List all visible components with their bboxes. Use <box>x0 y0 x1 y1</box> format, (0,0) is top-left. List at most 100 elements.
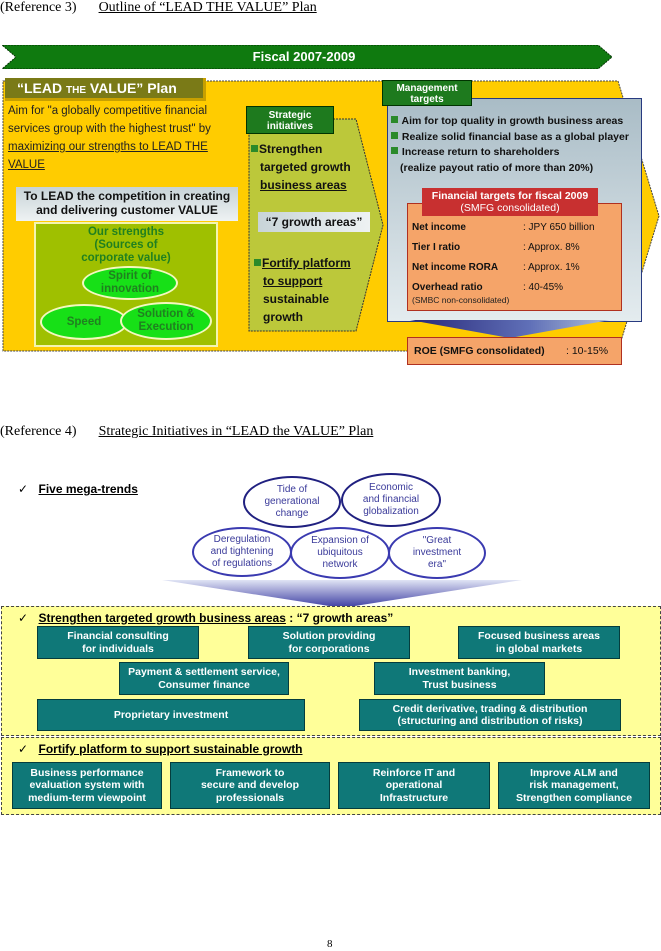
area-line: Investment banking, <box>408 666 511 678</box>
strengths-title-line: (Sources of <box>94 239 158 251</box>
square-bullet-icon <box>254 259 261 266</box>
page-number: 8 <box>327 938 333 950</box>
growth-areas-heading: ✓ Strengthen targeted growth business ar… <box>18 609 393 627</box>
area-line: Focused business areas <box>478 630 600 642</box>
area-line: Trust business <box>422 678 497 691</box>
strategic-item-line: Fortify platform <box>262 256 351 270</box>
platform-line: evaluation system with <box>29 779 145 792</box>
financial-key: Overhead ratio <box>412 282 483 293</box>
trend-line: Deregulation <box>213 534 271 545</box>
management-targets-list: Aim for top quality in growth business a… <box>391 114 629 176</box>
roe-target-box: ROE (SMFG consolidated) : 10-15% <box>407 337 622 365</box>
checkmark-icon: ✓ <box>18 742 29 756</box>
financial-key: Net income RORA <box>412 262 499 273</box>
lead-competition-box: To LEAD the competition in creating and … <box>16 187 238 221</box>
financial-targets-header: Financial targets for fiscal 2009 (SMFG … <box>422 188 598 216</box>
strategic-initiatives-header: Strategic initiatives <box>246 106 334 134</box>
plan-header-part1: “LEAD <box>17 80 66 96</box>
trend-line: Expansion of <box>311 535 369 546</box>
trend-line: and financial <box>362 494 420 505</box>
trend-line: and tightening <box>210 546 274 557</box>
square-bullet-icon <box>391 116 398 123</box>
header-line: initiatives <box>266 121 314 132</box>
strategic-item-line: sustainable <box>263 292 330 306</box>
reference-3-label: (Reference 3) <box>0 0 77 15</box>
roe-arrow <box>410 320 610 338</box>
plan-description-text: Aim for "a globally competitive financia… <box>8 105 211 135</box>
strength-line: innovation <box>100 283 160 295</box>
financial-targets-box: Net income: JPY 650 billion Tier I ratio… <box>407 203 622 311</box>
financial-value: : JPY 650 billion <box>523 222 595 233</box>
management-target-text: Increase return to shareholders <box>401 146 560 158</box>
management-target-item: Increase return to shareholders <box>391 145 629 161</box>
trend-line: Tide of <box>276 484 308 495</box>
strength-line: Execution <box>138 321 194 333</box>
platform-line: medium-term viewpoint <box>28 791 146 804</box>
reference-4-title: Strategic Initiatives in “LEAD the VALUE… <box>98 424 374 439</box>
strength-line: Spirit of <box>108 270 152 282</box>
trend-line: investment <box>412 547 462 558</box>
growth-areas-suffix: : “7 growth areas” <box>285 611 394 625</box>
area-line: Proprietary investment <box>113 708 229 721</box>
reference-3-heading: (Reference 3)Outline of “LEAD THE VALUE”… <box>0 0 317 16</box>
financial-value: : Approx. 8% <box>523 242 580 253</box>
growth-area-investment-banking: Investment banking,Trust business <box>374 662 545 695</box>
platform-line: Business performance <box>30 766 144 779</box>
platform-line: Infrastructure <box>379 791 449 804</box>
area-line: Credit derivative, trading & distributio… <box>392 702 588 715</box>
header-line: Management <box>396 83 458 94</box>
strategic-item-line: targeted growth <box>260 160 351 174</box>
area-line: Payment & settlement service, <box>128 666 280 678</box>
checkmark-icon: ✓ <box>18 611 29 625</box>
platform-line: operational <box>385 779 443 792</box>
seven-growth-areas-tag: “7 growth areas” <box>258 212 370 232</box>
fiscal-period-banner <box>2 45 612 69</box>
plan-header: “LEAD THE VALUE” Plan <box>5 78 206 101</box>
trend-line: generational <box>264 496 320 507</box>
trend-line: ubiquitous <box>317 547 363 558</box>
financial-header-title: Financial targets for fiscal 2009 <box>431 190 589 202</box>
plan-description: Aim for "a globally competitive financia… <box>8 102 238 174</box>
strategic-item-line: to support <box>263 274 323 288</box>
financial-key: Tier I ratio <box>412 242 461 253</box>
strength-line: Solution & <box>137 308 195 320</box>
platform-line: risk management, <box>529 779 619 792</box>
trend-line: globalization <box>363 506 419 517</box>
platform-heading: ✓ Fortify platform to support sustainabl… <box>18 740 303 758</box>
growth-area-credit-derivative: Credit derivative, trading & distributio… <box>359 699 621 731</box>
area-line: in global markets <box>495 642 583 655</box>
trend-line: era" <box>427 559 446 570</box>
strategic-item-strengthen: Strengthen targeted growth business area… <box>251 140 351 194</box>
platform-line: Improve ALM and <box>530 766 618 779</box>
management-target-item: Aim for top quality in growth business a… <box>391 114 629 130</box>
platform-line: Reinforce IT and <box>372 766 456 779</box>
reference-4-heading: (Reference 4)Strategic Initiatives in “L… <box>0 424 373 440</box>
payout-ratio-note: (realize payout ratio of more than 20%) <box>400 161 594 174</box>
area-line: (structuring and distribution of risks) <box>397 715 583 727</box>
smbc-note: (SMBC non-consolidated) <box>412 295 510 305</box>
strength-line: Speed <box>66 315 102 328</box>
square-bullet-icon <box>251 145 258 152</box>
strength-solution-execution: Solution &Execution <box>120 302 212 340</box>
platform-line: Framework to <box>215 766 285 779</box>
financial-value: : 40-45% <box>523 282 564 293</box>
trend-line: network <box>322 559 358 570</box>
strength-speed: Speed <box>40 304 128 340</box>
strengths-title-line: Our strengths <box>87 226 165 238</box>
trend-line: "Great <box>422 535 452 546</box>
area-line: Solution providing <box>282 630 376 642</box>
growth-area-payment-consumer-finance: Payment & settlement service,Consumer fi… <box>119 662 289 695</box>
area-line: Consumer finance <box>158 678 250 691</box>
financial-header-subtitle: (SMFG consolidated) <box>460 202 560 214</box>
growth-area-proprietary-investment: Proprietary investment <box>37 699 305 731</box>
strategic-item-fortify: Fortify platform to support sustainable … <box>254 254 351 326</box>
roe-value: : 10-15% <box>566 345 609 357</box>
growth-areas-title: Strengthen targeted growth business area… <box>38 611 286 625</box>
